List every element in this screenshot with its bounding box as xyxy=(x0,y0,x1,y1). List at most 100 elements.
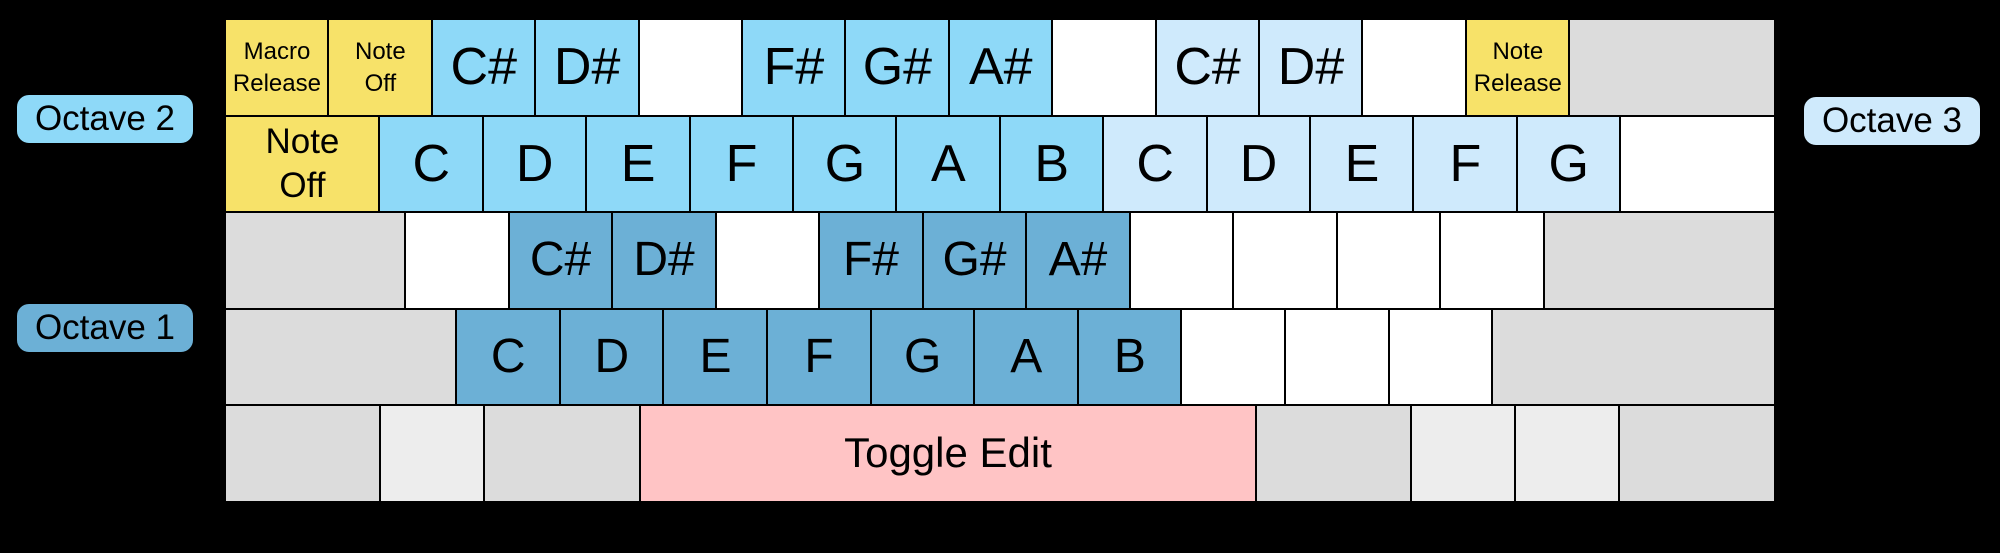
key-blank xyxy=(714,211,821,310)
key-gray xyxy=(224,307,458,407)
key-d-octave3: D xyxy=(1205,114,1312,214)
key-gray xyxy=(1568,18,1777,117)
key-e-octave2: E xyxy=(585,114,692,214)
key-c-sharp-octave1: C# xyxy=(507,211,614,310)
key-label: E xyxy=(699,329,732,383)
key-f-octave2: F xyxy=(688,114,795,214)
key-label: A# xyxy=(968,38,1033,97)
key-g-sharp-octave2: G# xyxy=(844,18,951,117)
key-label: G xyxy=(1548,134,1589,193)
key-label: Toggle Edit xyxy=(844,429,1052,477)
key-gray xyxy=(224,211,407,310)
key-blank xyxy=(1232,211,1338,310)
key-label: G xyxy=(824,134,866,193)
key-label: F xyxy=(725,134,758,193)
key-g-octave1: G xyxy=(869,307,976,407)
key-blank xyxy=(1439,211,1545,310)
key-blank xyxy=(1180,307,1287,407)
key-g-sharp-octave1: G# xyxy=(921,211,1028,310)
key-label: D xyxy=(1239,134,1278,193)
key-toggle-edit: Toggle Edit xyxy=(638,404,1258,503)
key-blank xyxy=(637,18,744,117)
key-d-sharp-octave2: D# xyxy=(534,18,641,117)
key-label: E xyxy=(1344,134,1380,193)
keyboard-row-3: C# D# F# G# A# xyxy=(224,211,1776,310)
key-a-octave1: A xyxy=(973,307,1080,407)
key-label: B xyxy=(1113,329,1146,383)
key-blank xyxy=(1361,18,1468,117)
key-e-octave1: E xyxy=(662,307,769,407)
key-label: A xyxy=(930,134,966,193)
key-c-octave2: C xyxy=(378,114,485,214)
key-f-octave1: F xyxy=(766,307,873,407)
key-a-sharp-octave2: A# xyxy=(947,18,1054,117)
key-label: C# xyxy=(450,38,517,97)
key-a-sharp-octave1: A# xyxy=(1025,211,1131,310)
key-d-sharp-octave1: D# xyxy=(611,211,717,310)
key-c-octave1: C xyxy=(455,307,562,407)
key-label: G# xyxy=(942,233,1007,287)
key-blank xyxy=(1283,307,1391,407)
key-label: C# xyxy=(1174,38,1241,97)
key-label: C# xyxy=(529,233,592,287)
key-c-sharp-octave2: C# xyxy=(430,18,537,117)
key-label: G xyxy=(903,329,942,383)
key-gray xyxy=(1491,307,1776,407)
key-label: F# xyxy=(842,233,899,287)
key-d-octave1: D xyxy=(558,307,665,407)
key-blank xyxy=(1128,211,1235,310)
key-f-octave3: F xyxy=(1412,114,1519,214)
key-label: C xyxy=(412,134,451,193)
key-label: A# xyxy=(1048,233,1108,287)
key-blank xyxy=(1051,18,1158,117)
key-label: D# xyxy=(553,38,621,97)
key-label: B xyxy=(1034,134,1070,193)
key-graylight xyxy=(379,404,486,503)
key-g-octave3: G xyxy=(1515,114,1622,214)
key-a-octave2: A xyxy=(895,114,1002,214)
key-label: C xyxy=(490,329,526,383)
key-graylight xyxy=(1514,404,1621,503)
key-blank xyxy=(1619,114,1777,214)
key-e-octave3: E xyxy=(1309,114,1415,214)
key-c-sharp-octave3: C# xyxy=(1154,18,1261,117)
key-label: D# xyxy=(1277,38,1345,97)
key-label: F xyxy=(1449,134,1482,193)
key-label: C xyxy=(1136,134,1174,193)
key-gray xyxy=(1618,404,1776,503)
key-gray xyxy=(483,404,641,503)
key-label: D xyxy=(594,329,630,383)
octave-3-label: Octave 3 xyxy=(1801,94,1983,148)
key-blank xyxy=(1387,307,1494,407)
key-graylight xyxy=(1410,404,1517,503)
octave-1-label: Octave 1 xyxy=(14,301,196,355)
key-g-octave2: G xyxy=(791,114,898,214)
key-f-sharp-octave2: F# xyxy=(741,18,847,117)
key-gray xyxy=(1542,211,1776,310)
key-d-sharp-octave3: D# xyxy=(1258,18,1364,117)
key-blank xyxy=(1335,211,1442,310)
key-d-octave2: D xyxy=(481,114,588,214)
key-gray xyxy=(224,404,382,503)
key-blank xyxy=(404,211,510,310)
key-label: F# xyxy=(763,38,825,97)
key-c-octave3: C xyxy=(1102,114,1209,214)
keyboard-row-5: Toggle Edit xyxy=(224,404,1776,503)
key-f-sharp-octave1: F# xyxy=(818,211,924,310)
key-b-octave1: B xyxy=(1076,307,1183,407)
key-gray xyxy=(1255,404,1413,503)
octave-2-label: Octave 2 xyxy=(14,92,196,146)
